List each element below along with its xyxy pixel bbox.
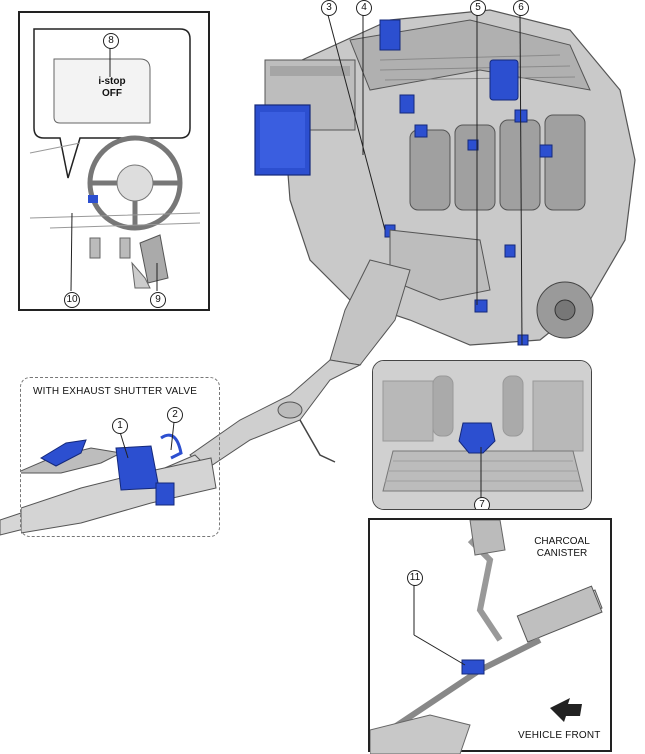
callout-5: 5: [470, 0, 486, 16]
engine-assembly-illustration: [240, 0, 645, 360]
charcoal-label-line1: CHARCOAL: [534, 536, 590, 547]
istop-switch-label: i-stop OFF: [90, 76, 134, 100]
callout-1: 1: [112, 418, 128, 434]
istop-label-line2: OFF: [102, 88, 122, 99]
exhaust-shutter-valve-inset: WITH EXHAUST SHUTTER VALVE 1 2: [20, 377, 220, 537]
callout-7: 7: [474, 497, 490, 509]
istop-label-line1: i-stop: [98, 76, 126, 87]
callout-8: 8: [103, 33, 119, 49]
vehicle-front-label: VEHICLE FRONT: [518, 730, 601, 741]
steering-panel: 8 i-stop OFF 10 9: [18, 11, 210, 311]
callout-11: 11: [407, 570, 423, 586]
callout-4: 4: [356, 0, 372, 16]
callout-2: 2: [167, 407, 183, 423]
callout-10: 10: [64, 292, 80, 308]
underbody-sensor-inset: 7: [372, 360, 592, 510]
callout-6: 6: [513, 0, 529, 16]
exhaust-shutter-label: WITH EXHAUST SHUTTER VALVE: [33, 386, 198, 397]
charcoal-label-line2: CANISTER: [536, 548, 588, 559]
charcoal-canister-panel: 11 CHARCOAL CANISTER VEHICLE FRONT: [368, 518, 612, 754]
charcoal-canister-label: CHARCOAL CANISTER: [522, 536, 602, 560]
callout-9: 9: [150, 292, 166, 308]
callout-3: 3: [321, 0, 337, 16]
